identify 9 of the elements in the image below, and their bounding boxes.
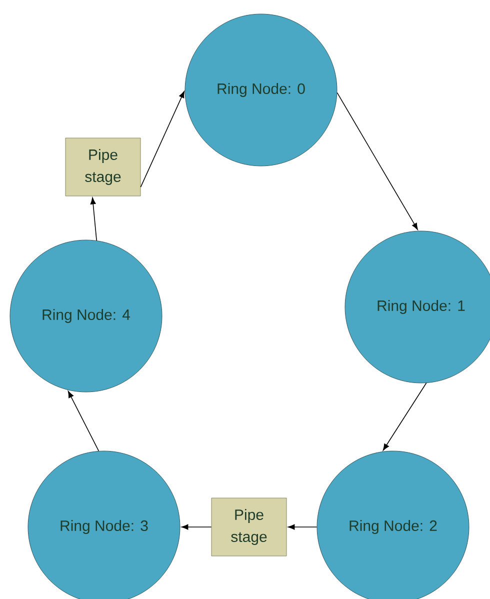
arrow: [336, 92, 418, 230]
arrow: [288, 524, 318, 530]
arrow: [181, 524, 212, 530]
arrow: [382, 382, 427, 451]
pipe-stage-box: Pipe stage: [211, 498, 287, 556]
arrow: [140, 91, 185, 188]
arrow: [68, 391, 100, 452]
arrow: [90, 197, 97, 241]
pipe-stage-box: Pipe stage: [65, 138, 141, 196]
